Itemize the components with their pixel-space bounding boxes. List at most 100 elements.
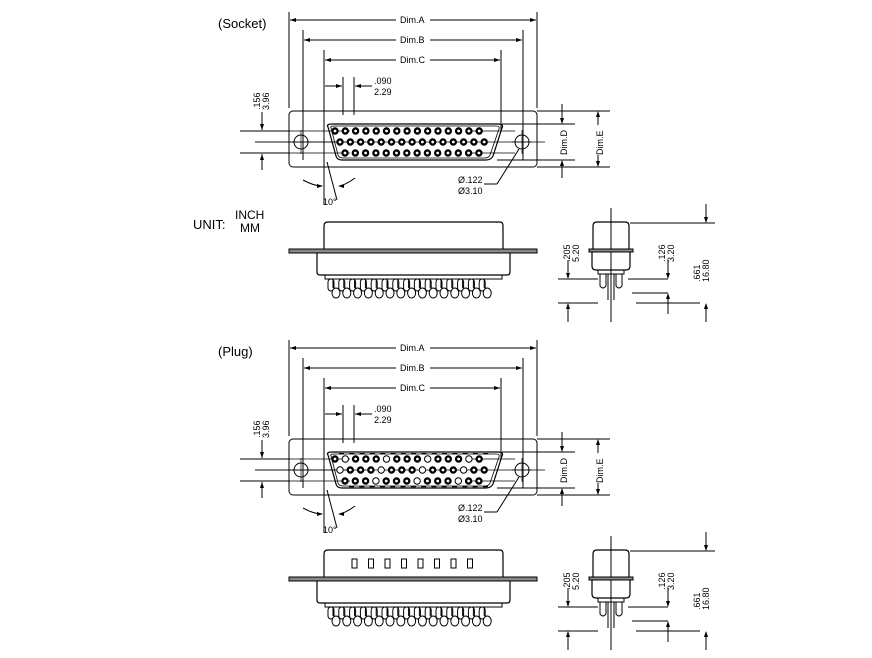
arrow-head [560, 446, 564, 452]
pin-center [364, 151, 367, 155]
dim-b-label: Dim.B [400, 35, 425, 45]
pin [413, 477, 421, 485]
side-tail [615, 274, 623, 289]
solder-tail [461, 287, 471, 299]
pin-center [431, 468, 435, 472]
pin-center [477, 151, 481, 155]
pin-slot [390, 486, 396, 488]
pin [465, 455, 473, 463]
solder-tail [450, 287, 460, 299]
side-tail [599, 274, 607, 289]
pin [372, 477, 380, 485]
pin-center [426, 479, 429, 483]
solder-cup [467, 278, 475, 292]
solder-tail [482, 287, 492, 299]
pin-center [441, 140, 445, 144]
pin-center [456, 151, 460, 155]
solder-cup [403, 278, 411, 292]
pin-center [348, 468, 352, 472]
hole-dia-inch: Ø.122 [458, 175, 483, 185]
solder-cup [327, 606, 335, 620]
dim-b-label: Dim.B [400, 363, 425, 373]
solder-tail [363, 615, 373, 627]
pin-slot [369, 486, 375, 488]
solder-tail [417, 287, 427, 299]
pin-center [467, 479, 470, 483]
side-shell [592, 549, 630, 577]
d-shell-outer [326, 123, 504, 161]
pin-center [446, 479, 450, 483]
arrow-head [317, 184, 323, 188]
solder-cup [478, 606, 486, 620]
solder-cup [392, 278, 400, 292]
plug-slot [434, 558, 440, 569]
pin-center [400, 468, 404, 472]
pin-center [353, 151, 357, 155]
arrow-head [666, 293, 670, 299]
solder-cup [370, 606, 378, 620]
pin-center [364, 479, 367, 483]
dim-d-label: Dim.D [559, 130, 569, 155]
d-shell-inner [330, 125, 500, 159]
pin-center [379, 140, 383, 144]
hole-dia-mm: Ø3.10 [458, 186, 483, 196]
d-shell-inner [330, 453, 500, 487]
solder-cup [338, 606, 346, 620]
plug-slot [401, 558, 407, 569]
pin-center [405, 151, 409, 155]
pin-center [446, 457, 450, 461]
pin-slot [462, 486, 468, 488]
solder-tail [363, 287, 373, 299]
side-tail-mm: 3.20 [666, 572, 676, 590]
pin-center [441, 468, 445, 472]
pin-center [477, 479, 481, 483]
solder-tail [374, 615, 384, 627]
side-total-mm: 16.80 [701, 259, 711, 282]
solder-tail [471, 287, 481, 299]
dim-d-label: Dim.D [559, 458, 569, 483]
side-tail [615, 602, 623, 617]
arrow-head [596, 111, 600, 117]
solder-tail [471, 615, 481, 627]
solder-cup [424, 606, 432, 620]
side-tail-mm: 3.20 [666, 244, 676, 262]
arrow-head [566, 273, 570, 279]
plug-slot [450, 558, 457, 569]
arrow-head [666, 621, 670, 627]
arrow-head [530, 18, 536, 22]
pin-center [472, 140, 476, 144]
dim-c-label: Dim.C [400, 55, 425, 65]
pin-slot [410, 486, 416, 488]
pin-center [364, 457, 368, 461]
pin-center [369, 468, 373, 472]
view-title: (Plug) [218, 344, 253, 359]
pin-center [384, 479, 388, 483]
row-spacing-inch: .156 [252, 92, 262, 110]
profile-flange [288, 576, 538, 582]
arrow-head [666, 273, 670, 279]
pin-center [374, 129, 378, 133]
solder-tail [461, 615, 471, 627]
pin [377, 466, 385, 474]
arrow-head [355, 412, 361, 416]
side-flange [588, 248, 634, 253]
pin-center [415, 151, 419, 155]
pin-center [333, 457, 337, 461]
pin-center [374, 151, 378, 155]
solder-tail [331, 615, 341, 627]
arrow-head [494, 386, 500, 390]
pin-slot [441, 486, 447, 488]
angle-label: 10° [323, 197, 337, 207]
side-flange [588, 576, 634, 581]
arrow-head [260, 124, 264, 130]
pin-slot [390, 453, 396, 455]
solder-cup [359, 606, 367, 620]
pin-slot [369, 453, 375, 455]
pin-center [410, 140, 414, 144]
pin-center [338, 140, 342, 144]
view-title: (Socket) [218, 16, 266, 31]
flange-outline [288, 110, 538, 168]
arrow-head [338, 512, 344, 516]
pin-center [374, 457, 378, 461]
